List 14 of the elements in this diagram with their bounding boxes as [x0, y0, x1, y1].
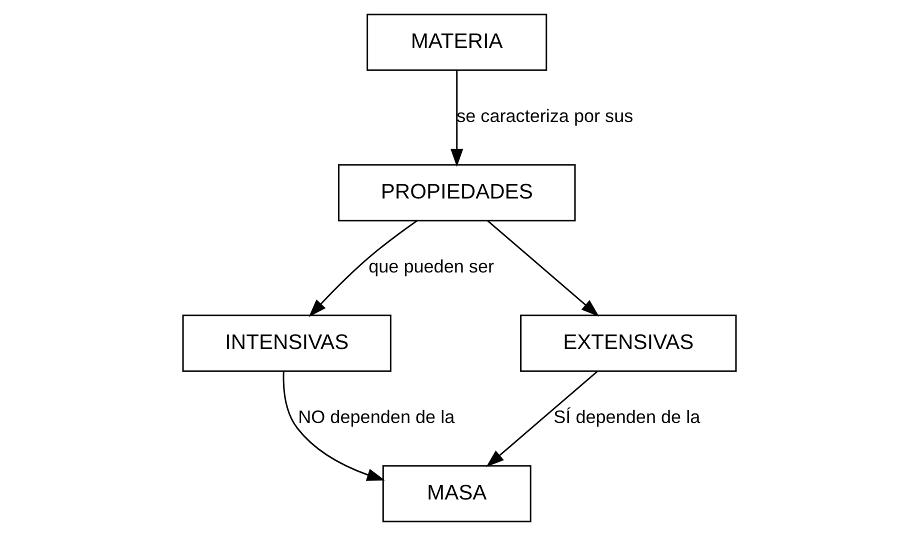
node-box: MATERIA — [366, 14, 547, 71]
node-box: INTENSIVAS — [182, 314, 391, 372]
node-box: MASA — [382, 465, 531, 522]
arrow — [486, 370, 598, 468]
arrow — [282, 371, 385, 481]
node-box: PROPIEDADES — [338, 164, 576, 222]
arrow — [308, 220, 417, 318]
edge-label: que pueden ser — [368, 256, 494, 277]
edge-label: SÍ dependen de la — [553, 407, 700, 428]
edge-label: se caracteriza por sus — [456, 106, 633, 126]
arrow — [450, 70, 463, 167]
node-box: EXTENSIVAS — [520, 314, 736, 372]
edge-label: NO dependen de la — [298, 407, 454, 428]
arrow — [486, 220, 599, 317]
